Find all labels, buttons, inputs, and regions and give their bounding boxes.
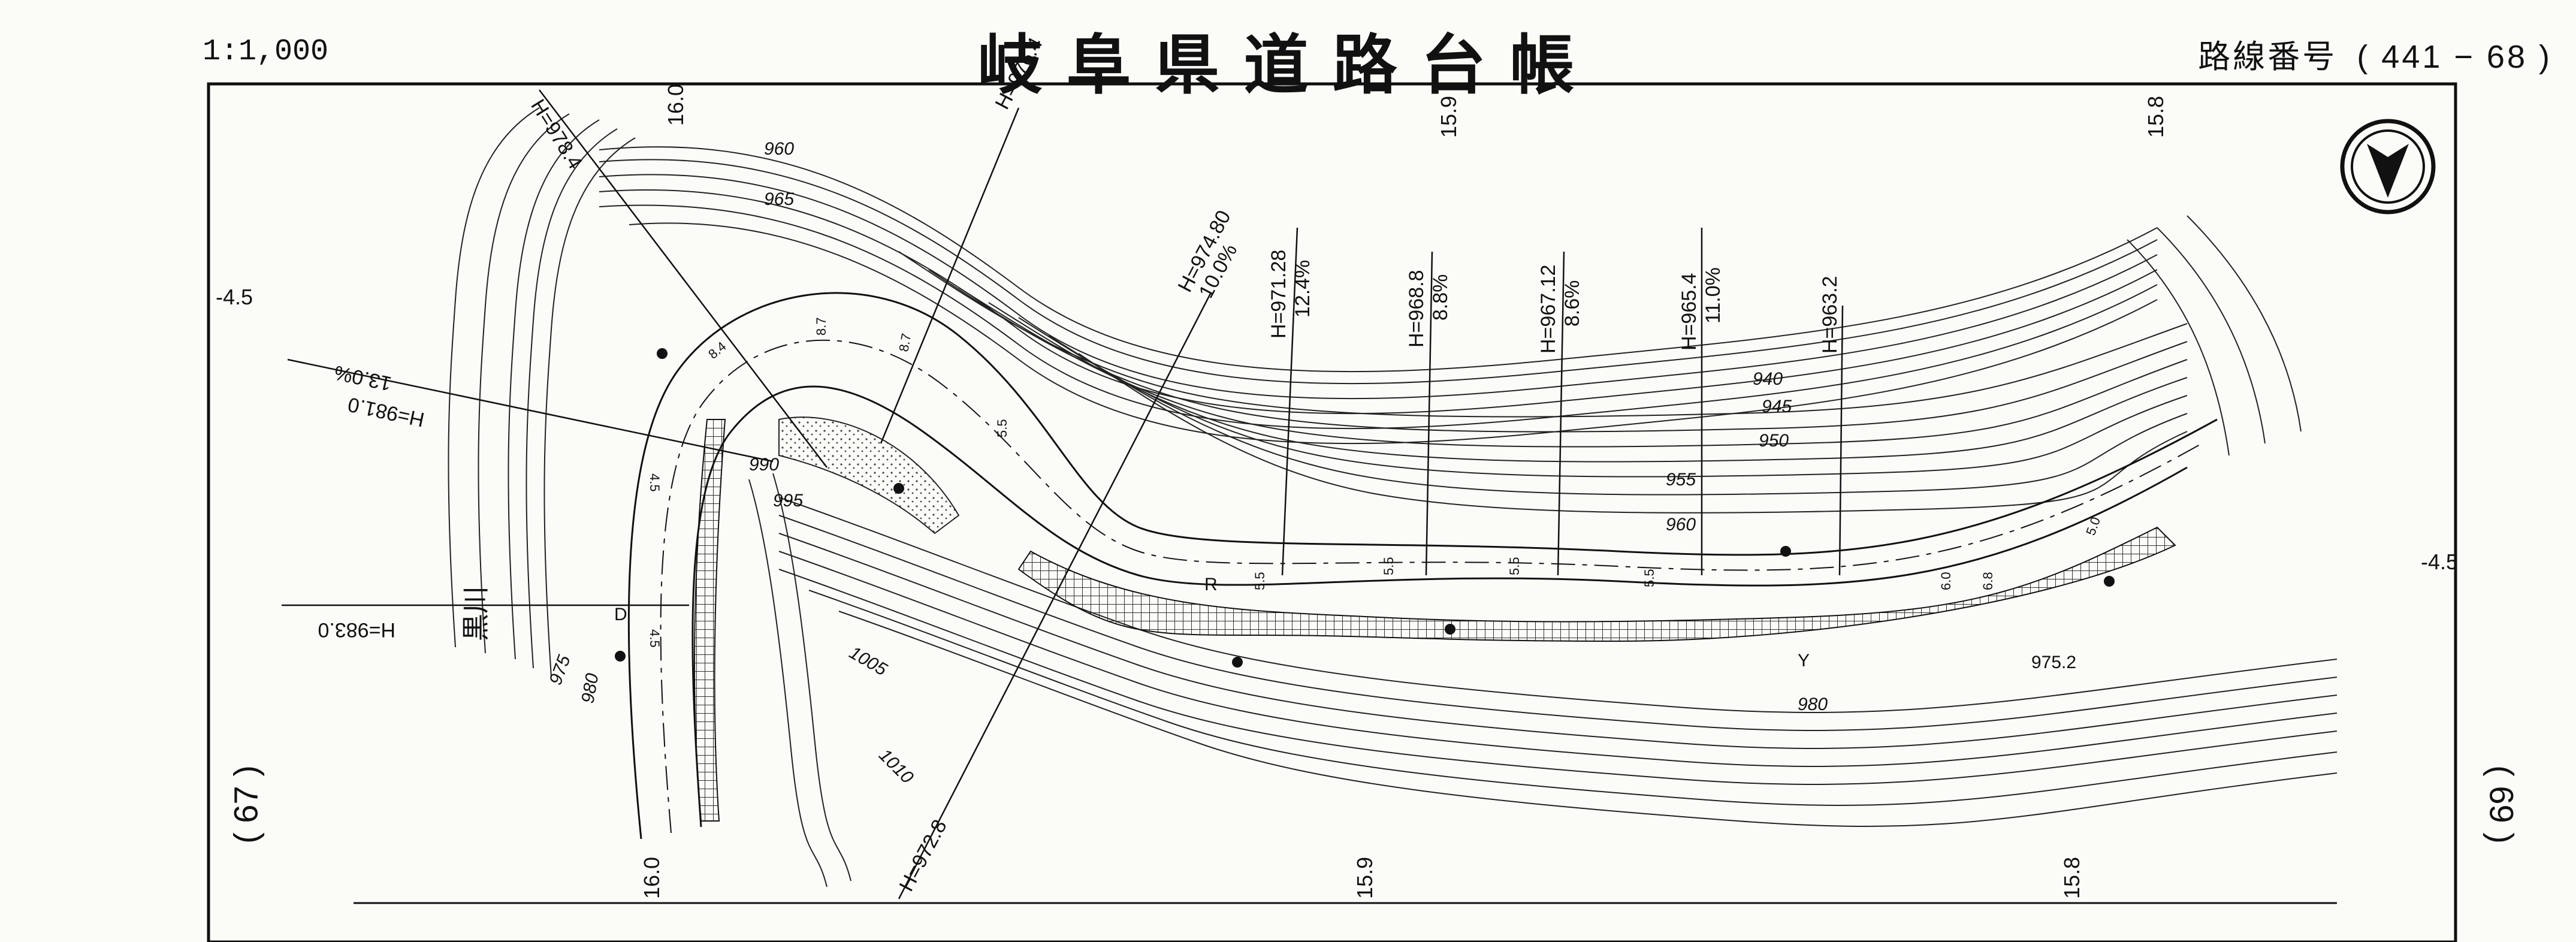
station-top-1: 16.0 [663,84,688,126]
contour-label-12: 980 [578,672,602,705]
cross-section-h-6: H=965.4 [1678,273,1701,351]
contour-label-3: 945 [1762,397,1792,416]
offset-left: -4.5 [216,285,253,309]
cross-section-h-9: H=983.0 [318,618,396,641]
cross-section-h-10: H=972.8 [895,816,952,895]
contour-label-0: 960 [764,139,794,159]
road-code-d: D [614,605,627,624]
route-number-label: 路線番号 [2198,39,2338,75]
contour-label-5: 955 [1666,470,1696,490]
cross-section-grade-5: 8.6% [1561,280,1584,327]
contour-label-1: 965 [764,189,794,209]
width-label-2: 8.4 [705,339,729,362]
north-arrow-icon [2340,119,2436,215]
width-label-4: 5.5 [1381,557,1396,575]
cross-section-h-0: H=978.4 [526,95,587,173]
contour-label-4: 950 [1759,431,1789,451]
map-scale: 1:1,000 [203,35,329,69]
width-label-11: 4.5 [647,473,662,492]
fill-area [778,416,960,535]
road-code-r: R [1204,575,1218,594]
station-top-3: 15.8 [2143,96,2168,138]
road-centerline [627,292,2218,840]
contour-label-9: 1005 [846,642,891,680]
width-label-3: 5.5 [995,419,1010,437]
contour-label-13: 975.2 [2031,653,2076,672]
cross-section-grade-6: 11.0% [1702,267,1725,324]
road-code-y: Y [1798,651,1810,671]
cross-section-h-4: H=968.8 [1405,270,1428,348]
width-label-12: 4.5 [647,629,662,648]
retaining-wall-hatch [1017,526,2176,642]
cross-section-h-7: H=963.2 [1819,276,1841,354]
cross-section-grade-3: 12.4% [1291,260,1314,318]
contour-label-8: 995 [773,491,803,511]
contour-label-10: 1010 [875,745,917,788]
width-label-7: 6.0 [1938,572,1953,590]
width-label-0: 8.7 [814,317,829,336]
cross-section-lines [282,89,1844,899]
width-label-9: 5.0 [2083,515,2103,537]
cross-section-h-5: H=967.12 [1537,265,1560,354]
river-label: 黒川 [460,586,491,641]
width-label-8: 6.8 [1980,572,1995,590]
retaining-wall-hatch-left [694,419,726,822]
cross-section-h-3: H=971.28 [1267,250,1290,339]
contour-label-6: 960 [1666,515,1696,535]
width-label-5: 5.5 [1507,557,1522,575]
map-frame [207,82,2457,942]
width-label-10: 5.5 [1252,572,1267,590]
station-bottom-3: 15.8 [2059,857,2084,899]
contour-label-14: 980 [1798,695,1828,714]
survey-points [615,348,2115,668]
route-number: 路線番号 ( 441 − 68 ) [2198,30,2552,77]
width-label-6: 5.5 [1642,569,1657,587]
cross-section-h-1: H=976.4 [991,34,1047,113]
contour-lines [448,107,2338,887]
cross-section-grade-8: 13.0% [332,361,393,395]
map-title: 岐阜県道路台帳 [977,28,1599,103]
station-bottom-1: 16.0 [639,857,664,899]
cross-section-h-8: H=981.0 [346,393,427,431]
width-label-1: 8.7 [896,332,914,352]
contour-label-7: 990 [749,455,779,475]
contour-label-2: 940 [1753,369,1783,389]
route-number-value: ( 441 − 68 ) [2357,39,2552,75]
station-bottom-2: 15.9 [1352,857,1377,899]
station-top-2: 15.9 [1436,96,1461,138]
offset-right: -4.5 [2421,550,2458,574]
cross-section-grade-4: 8.8% [1429,274,1452,321]
